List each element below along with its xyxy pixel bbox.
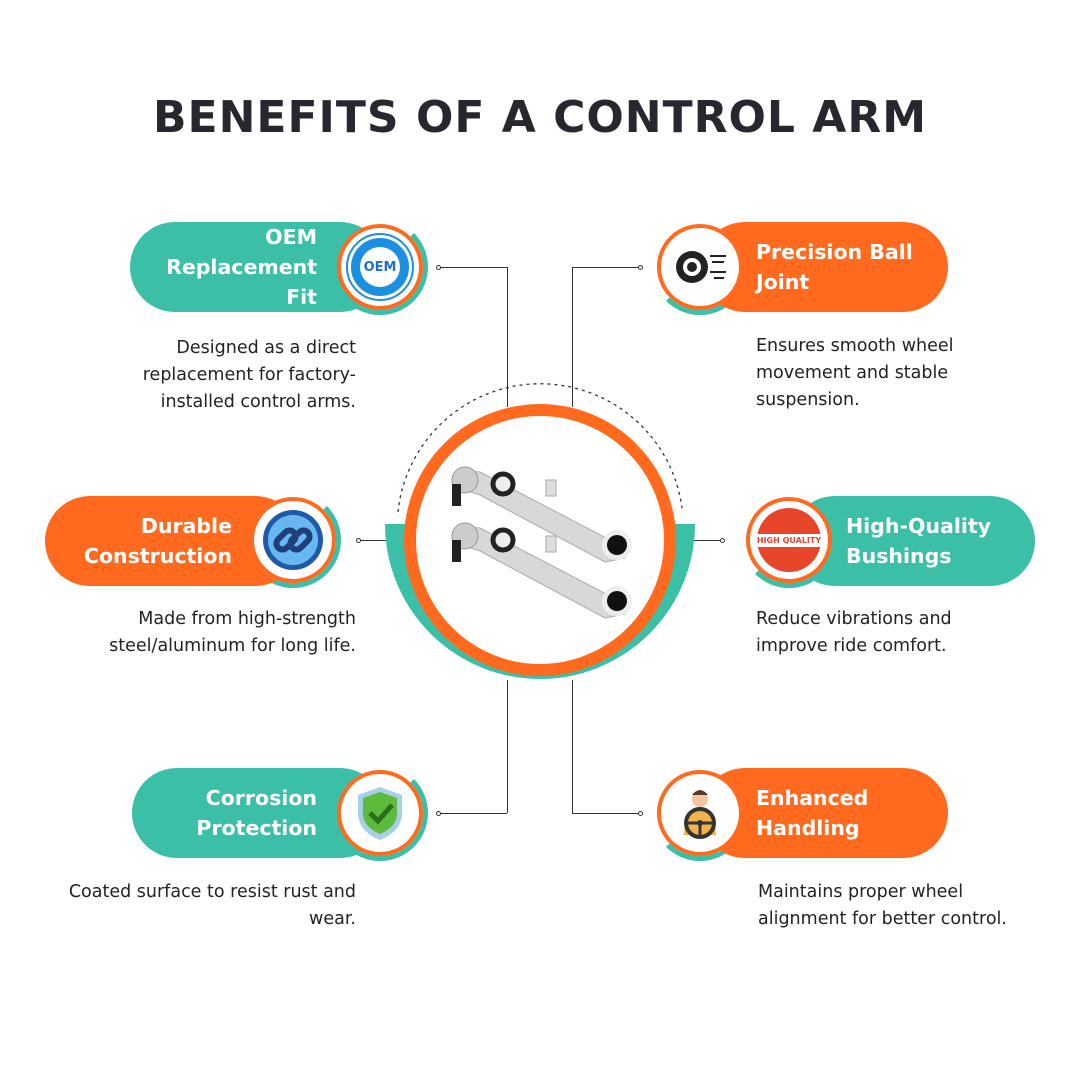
benefit-description: Made from high-strength steel/aluminum f… (109, 609, 356, 656)
benefit-title: Bushings (846, 544, 952, 568)
benefit-title: Protection (196, 816, 317, 840)
control-arm-icon (452, 466, 632, 618)
steering-wheel-icon (652, 765, 748, 861)
quality-badge-icon: HIGH QUALITY (741, 492, 837, 588)
benefit-title: Joint (756, 270, 810, 294)
benefit-title: High-Quality (846, 514, 992, 538)
benefit-title: Precision Ball (756, 240, 913, 264)
benefit-description: Ensures smooth wheel movement and stable… (756, 336, 954, 410)
benefit-description: Reduce vibrations and improve ride comfo… (756, 609, 952, 656)
shield-check-icon (332, 765, 428, 861)
wheel-icon (652, 219, 748, 315)
benefit-title: Handling (756, 816, 860, 840)
benefit-title: Replacement Fit (166, 255, 317, 309)
benefit-description: Coated surface to resist rust and wear. (68, 882, 356, 929)
benefit-description: Maintains proper wheel alignment for bet… (758, 882, 1007, 929)
oem-badge-icon: OEM (332, 219, 428, 315)
page-title: BENEFITS OF A CONTROL ARM (153, 92, 927, 143)
benefit-title: Durable (140, 514, 232, 538)
benefit-title: Enhanced (756, 786, 869, 810)
center-product-image (385, 383, 695, 679)
benefit-title: Construction (83, 544, 232, 568)
chain-link-icon (245, 492, 341, 588)
benefit-title: OEM (265, 225, 317, 249)
benefit-description: Designed as a direct replacement for fac… (142, 338, 356, 412)
benefit-title: Corrosion (205, 786, 317, 810)
benefit-high-quality-bushings: High-Quality Bushings (790, 496, 1035, 586)
